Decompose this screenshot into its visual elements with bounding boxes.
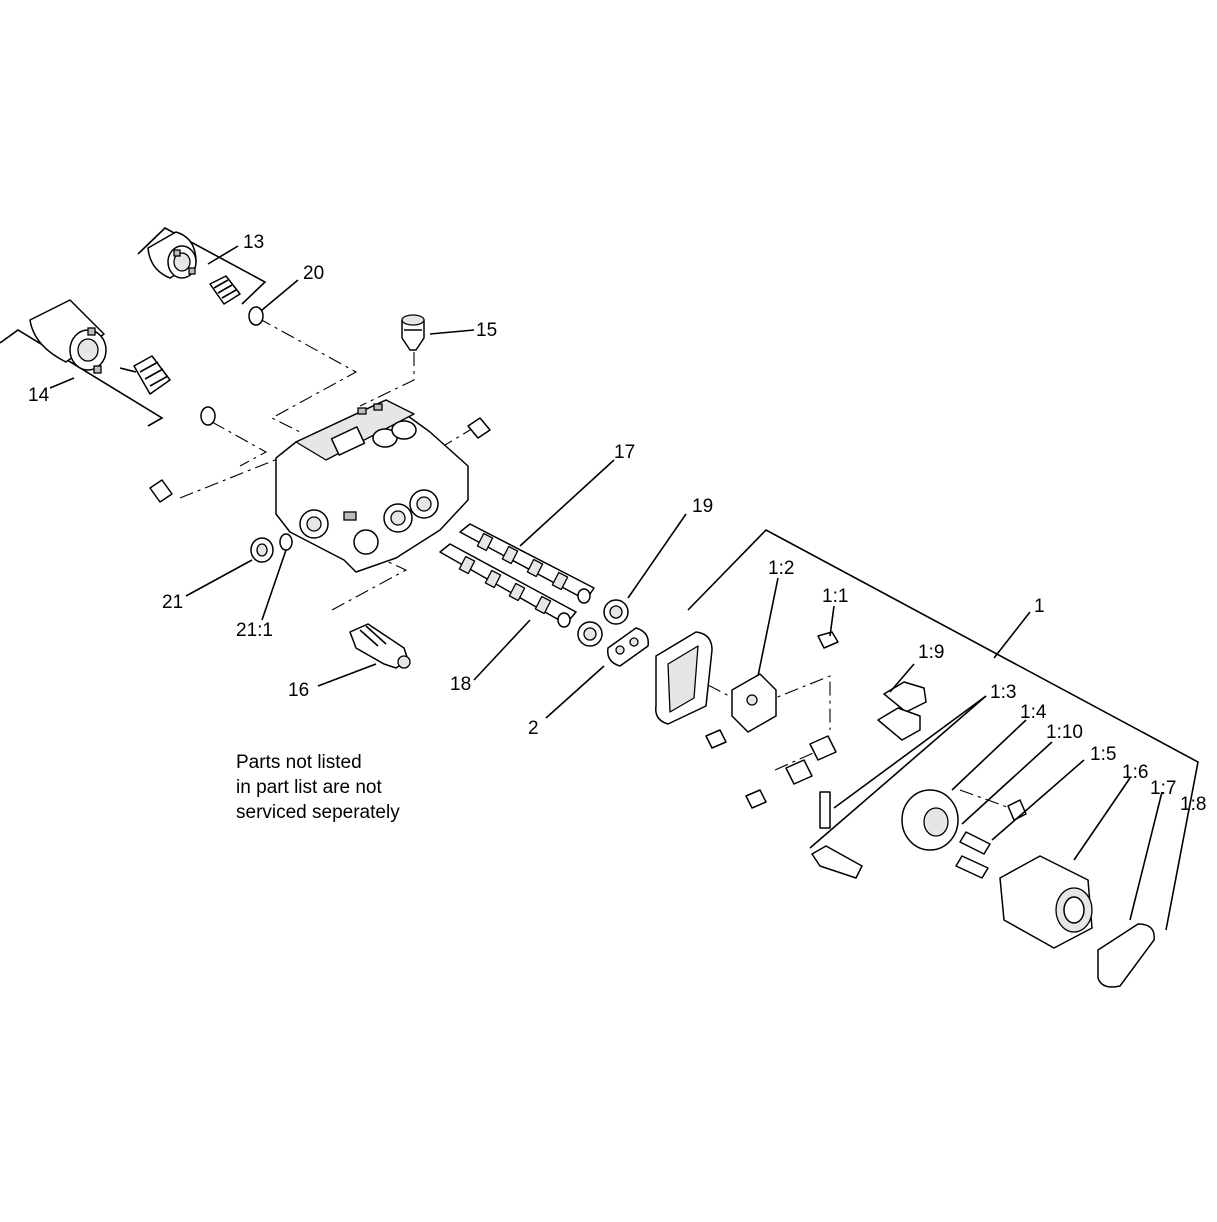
service-note: Parts not listed in part list are not se… (236, 752, 400, 823)
callout-18: 18 (450, 674, 471, 695)
callout-1-7: 1:7 (1150, 778, 1176, 799)
callout-1-5: 1:5 (1090, 744, 1116, 765)
part-1-nuts (705, 729, 767, 809)
callout-21: 21 (162, 592, 183, 613)
note-line-2: in part list are not (236, 777, 382, 798)
part-1-4-flange (901, 789, 959, 851)
callout-1-3: 1:3 (990, 682, 1016, 703)
part-1-5-screws (955, 831, 991, 879)
part-1-1-nut (817, 631, 839, 649)
body-plug-left (149, 479, 173, 503)
callout-13: 13 (243, 232, 264, 253)
part-1-6-7-boot (999, 855, 1093, 949)
part-1-cover-plate (655, 631, 713, 725)
callout-1-6: 1:6 (1122, 762, 1148, 783)
part-16-relief-valve (349, 623, 411, 669)
callout-1-1: 1:1 (822, 586, 848, 607)
part-17-spool (459, 523, 595, 604)
group-bracket-14 (0, 329, 164, 427)
part-1-link-block (785, 735, 837, 785)
part-1-10-pin (1007, 799, 1027, 821)
group-bracket-13 (137, 227, 267, 305)
callout-20: 20 (303, 263, 324, 284)
callout-1-9: 1:9 (918, 642, 944, 663)
part-1-3-stud (819, 791, 831, 829)
part-1-9-ball-joints (877, 681, 927, 741)
leader-lines (49, 245, 1163, 921)
callout-16: 16 (288, 680, 309, 701)
part-13-cap-spring (147, 231, 264, 326)
callout-1-2: 1:2 (768, 558, 794, 579)
group-bracket-1 (687, 529, 1199, 931)
callout-19: 19 (692, 496, 713, 517)
part-19-seal-rings (577, 599, 629, 647)
callout-14: 14 (28, 385, 50, 406)
part-14-cap-spring (29, 299, 216, 426)
callout-1: 1 (1034, 596, 1045, 617)
part-1-2-bracket (731, 673, 777, 733)
part-2-gasket-plate (607, 627, 649, 667)
callout-15: 15 (476, 320, 497, 341)
body-plug-right (467, 417, 491, 439)
callout-2: 2 (528, 718, 539, 739)
part-15-plug (401, 314, 425, 351)
part-1-rod-end (811, 845, 863, 879)
valve-body-section (275, 399, 469, 573)
callout-17: 17 (614, 442, 635, 463)
part-18-spool (439, 543, 577, 628)
assembly-centerlines (179, 317, 1011, 809)
callout-labels: 13 20 15 14 17 19 21 21:1 16 18 2 1:2 1:… (28, 232, 1206, 815)
callout-1-4: 1:4 (1020, 702, 1047, 723)
note-line-3: serviced seperately (236, 802, 400, 823)
callout-1-10: 1:10 (1046, 722, 1083, 743)
part-21-1-oring (279, 533, 293, 551)
note-line-1: Parts not listed (236, 752, 362, 773)
part-1-8-seal-ring (1097, 923, 1155, 988)
callout-1-8: 1:8 (1180, 794, 1206, 815)
callout-21-1: 21:1 (236, 620, 273, 641)
part-21-plug (250, 537, 274, 563)
